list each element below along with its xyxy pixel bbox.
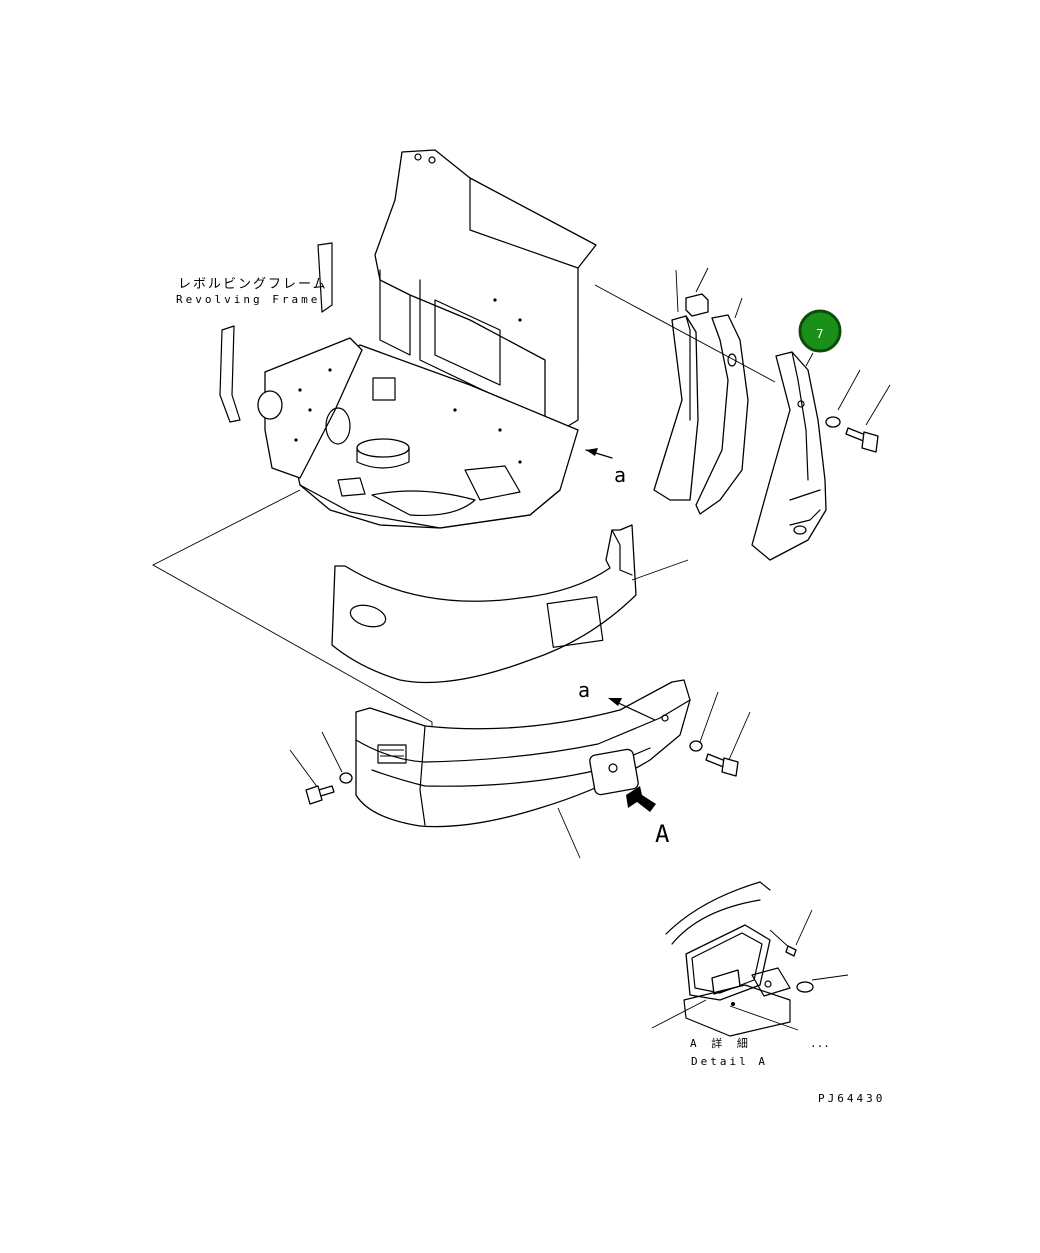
drawing-code: PJ64430 [818,1092,885,1105]
washer-bolt-upper [825,369,891,453]
detail-label-en: Detail A [691,1055,768,1068]
counterweight [355,679,691,859]
arrow-a-lower-label: a [578,678,590,702]
frame-label-en: Revolving Frame [176,293,320,306]
detail-label-jp: A 詳 細 [690,1036,752,1050]
leader-frame-to-counterweight [152,489,433,728]
arrow-a-upper [585,448,613,459]
washer-bolt-lower-left [289,731,353,805]
counterweight-inner-plate [331,524,689,684]
callout-7-circle [798,309,842,353]
view-a-label: A [655,820,670,848]
revolving-frame [219,149,597,529]
washer-bolt-lower-right [689,691,751,777]
leader-frame-to-fender [594,284,776,383]
frame-label-jp: レボルビングフレーム [178,277,328,292]
detail-ellipsis: ... [810,1037,830,1050]
arrow-a-lower [608,698,656,721]
arrow-a-upper-label: a [614,463,626,487]
detail-a-view [651,881,849,1037]
callout-7-number: 7 [816,327,824,341]
callout-7[interactable]: 7 [798,309,842,353]
spacer-plates [653,267,749,515]
view-arrow-a [626,786,656,812]
side-cover-part [751,351,827,561]
